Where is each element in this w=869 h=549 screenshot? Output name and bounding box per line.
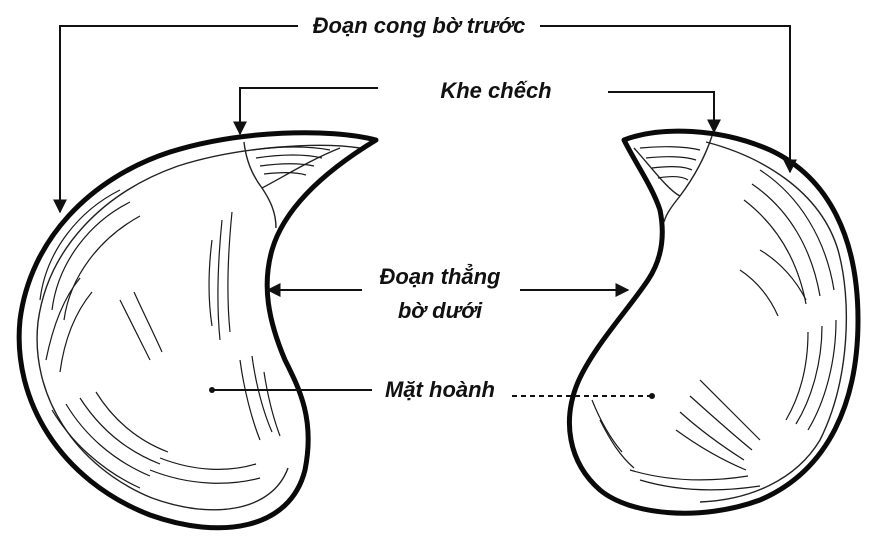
oblique-fissure-leader-right	[608, 92, 714, 132]
left-lung	[19, 133, 376, 528]
right-lung-outline	[569, 131, 858, 513]
diaphragm-point-right	[649, 393, 655, 399]
inferior-line-label-2: bờ dưới	[398, 298, 483, 323]
oblique-fissure-leader-left	[240, 88, 378, 134]
right-lung	[569, 131, 858, 513]
diaphragmatic-surface-label: Mặt hoành	[385, 377, 495, 402]
anterior-curve-label: Đoạn cong bờ trước	[313, 13, 526, 38]
labels: Đoạn cong bờ trước Khe chếch Đoạn thẳng …	[313, 13, 552, 402]
oblique-fissure-label: Khe chếch	[440, 78, 551, 103]
inferior-line-label-1: Đoạn thẳng	[380, 264, 502, 289]
diaphragm-point-left	[209, 387, 215, 393]
